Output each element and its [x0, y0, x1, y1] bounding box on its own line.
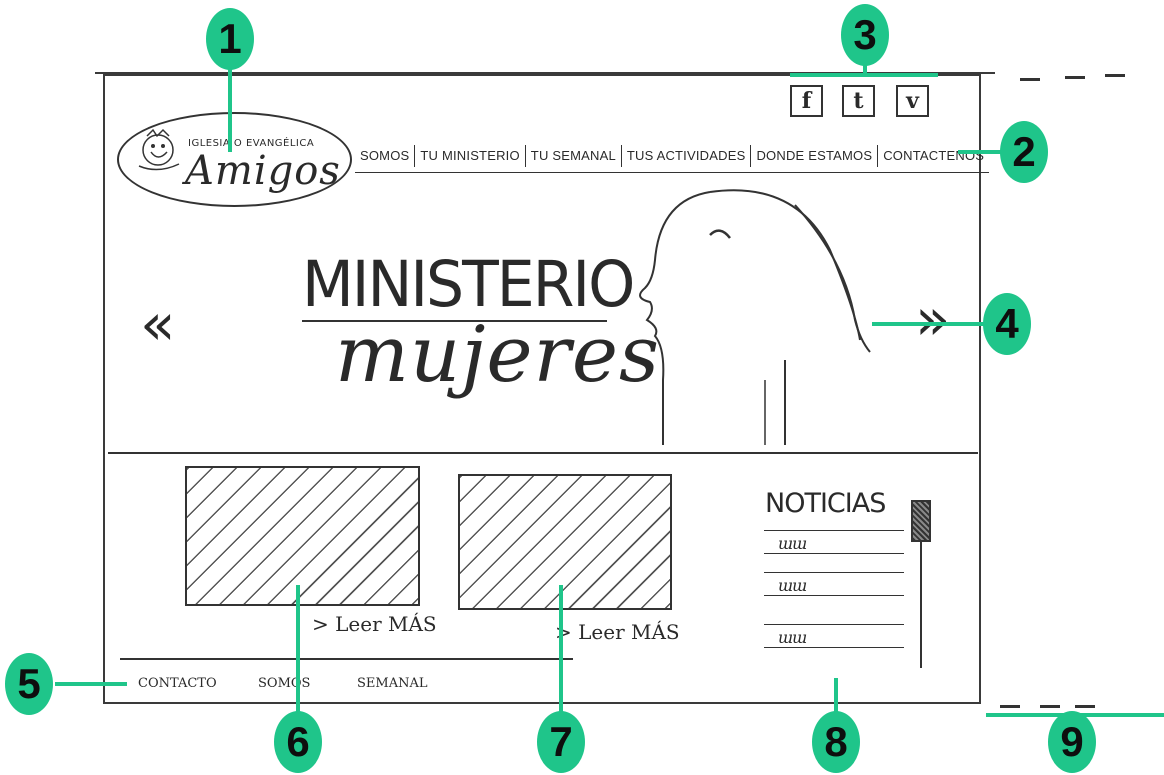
logo-title: Amigos	[185, 148, 341, 194]
callout-line-8	[834, 678, 838, 714]
callout-badge-9: 9	[1048, 711, 1096, 773]
overflow-dash	[1020, 78, 1040, 81]
nav-item-donde-estamos[interactable]: DONDE ESTAMOS	[751, 145, 879, 167]
facebook-icon[interactable]: f	[790, 85, 823, 117]
nav-item-tus-actividades[interactable]: TUS ACTIVIDADES	[622, 145, 752, 167]
callout-badge-8: 8	[812, 711, 860, 773]
nav-item-tu-semanal[interactable]: TU SEMANAL	[526, 145, 622, 167]
callout-line-6	[296, 585, 300, 713]
news-scrollbar-track[interactable]	[920, 500, 922, 668]
read-more-link-2[interactable]: > Leer MÁS	[555, 620, 680, 644]
callout-line-2	[958, 150, 1002, 154]
news-item-text: ɯɯ	[778, 534, 807, 553]
vimeo-icon[interactable]: v	[896, 85, 929, 117]
callout-line-4	[872, 322, 984, 326]
news-item-rule	[764, 647, 904, 648]
woman-profile-illustration	[639, 189, 871, 445]
hero-subtitle: mujeres	[335, 310, 661, 400]
news-item[interactable]: ɯɯ	[764, 530, 904, 554]
news-item-text: ɯɯ	[778, 576, 807, 595]
news-item-text: ɯɯ	[778, 628, 807, 647]
callout-badge-2: 2	[1000, 121, 1048, 183]
news-item-rule	[764, 572, 904, 573]
slider-next-arrow[interactable]: »	[915, 285, 951, 353]
section-divider	[108, 452, 978, 454]
slider-prev-arrow[interactable]: «	[140, 290, 176, 358]
card-image-2[interactable]	[458, 474, 672, 610]
main-nav: SOMOS TU MINISTERIO TU SEMANAL TUS ACTIV…	[355, 140, 990, 173]
news-item-rule	[764, 553, 904, 554]
callout-line-3-bar	[790, 73, 938, 77]
logo-subtitle: IGLESIA O EVANGÉLICA	[188, 138, 315, 149]
callout-badge-5: 5	[5, 653, 53, 715]
callout-badge-6: 6	[274, 711, 322, 773]
overflow-dash	[1000, 705, 1020, 708]
logo[interactable]	[117, 112, 352, 207]
callout-badge-4: 4	[983, 293, 1031, 355]
hero-title-underline	[302, 320, 607, 322]
card-image-1[interactable]	[185, 466, 420, 606]
hero-title: MINISTERIO	[302, 248, 635, 322]
news-title: NOTICIAS	[765, 488, 886, 519]
footer-link-contacto[interactable]: CONTACTO	[138, 676, 217, 691]
news-item[interactable]: ɯɯ	[764, 572, 904, 596]
news-item-rule	[764, 624, 904, 625]
news-item-rule	[764, 595, 904, 596]
overflow-dash	[1040, 705, 1060, 708]
overflow-dash	[1105, 74, 1125, 77]
page-frame	[103, 74, 981, 704]
news-item-rule	[764, 530, 904, 531]
callout-line-7	[559, 585, 563, 713]
church-emblem-icon	[138, 128, 180, 171]
callout-line-1	[228, 60, 232, 152]
news-item[interactable]: ɯɯ	[764, 624, 904, 648]
footer-link-semanal[interactable]: SEMANAL	[357, 676, 428, 691]
nav-item-tu-ministerio[interactable]: TU MINISTERIO	[415, 145, 526, 167]
callout-badge-1: 1	[206, 8, 254, 70]
read-more-link-1[interactable]: > Leer MÁS	[312, 612, 437, 636]
nav-item-somos[interactable]: SOMOS	[355, 145, 416, 167]
news-scrollbar-thumb[interactable]	[911, 500, 931, 542]
callout-badge-7: 7	[537, 711, 585, 773]
callout-badge-3: 3	[841, 4, 889, 66]
frame-top-edge	[95, 72, 995, 74]
twitter-icon[interactable]: t	[842, 85, 875, 117]
nav-item-contactenos[interactable]: CONTACTENOS	[883, 148, 985, 163]
callout-line-5	[55, 682, 127, 686]
footer-link-somos[interactable]: SOMOS	[258, 676, 311, 691]
overflow-dash	[1065, 76, 1085, 79]
overflow-dash	[1075, 705, 1095, 708]
footer-divider	[120, 658, 573, 660]
